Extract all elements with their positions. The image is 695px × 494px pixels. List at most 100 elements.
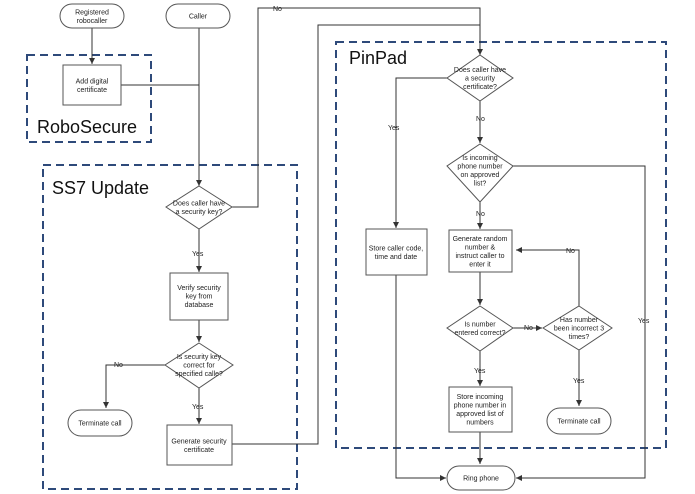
node-security-key-q: Does caller have a security key? xyxy=(165,185,233,230)
node-add-certificate: Add digital certificate xyxy=(62,64,122,106)
edge-incorrect-no-loop xyxy=(516,247,580,306)
label-no-random: No xyxy=(476,211,485,218)
node-text-line: enter it xyxy=(469,261,490,268)
node-text-line: Generate security xyxy=(171,438,227,445)
label-no-terminate: No xyxy=(114,362,123,369)
node-text-line: a security key? xyxy=(176,209,223,216)
label-yes-ring: Yes xyxy=(638,318,650,325)
node-text-line: phone number xyxy=(457,163,503,170)
node-text-line: a security xyxy=(465,76,495,83)
node-text-line: Is security key xyxy=(177,354,222,361)
node-text: Terminate call xyxy=(557,419,601,426)
node-text-line: Registered xyxy=(75,9,109,16)
node-text-line: Does caller have xyxy=(173,200,225,207)
label-no-top: No xyxy=(273,6,282,13)
node-text-line: Terminate call xyxy=(557,419,601,426)
edge-approved-yes xyxy=(513,165,646,481)
node-text-line: instruct caller to xyxy=(455,253,504,260)
label-yes-verify: Yes xyxy=(192,251,204,258)
node-text-line: specified calle? xyxy=(175,371,223,378)
node-text-line: Is number xyxy=(464,321,496,328)
node-text-line: key from xyxy=(186,294,213,301)
node-text-line: on approved xyxy=(461,172,500,179)
node-text-line: Generate random xyxy=(453,236,508,243)
region-title-robosecure: RoboSecure xyxy=(37,117,137,137)
node-text: Does caller have a security key? xyxy=(173,200,225,216)
region-ss7-update: SS7 Update xyxy=(42,164,298,490)
node-text: Registered robocaller xyxy=(75,9,109,24)
node-text: Add digital certificate xyxy=(76,78,109,94)
node-text-line: times? xyxy=(569,334,590,341)
region-title-ss7-update: SS7 Update xyxy=(52,178,149,198)
label-yes-terminate: Yes xyxy=(573,378,585,385)
edges xyxy=(89,7,646,481)
node-text-line: entered correct? xyxy=(455,330,506,337)
node-text-line: Does caller have xyxy=(454,67,506,74)
node-terminate-call-pinpad: Terminate call xyxy=(546,407,612,435)
node-text-line: certificate xyxy=(77,87,107,94)
node-text-line: Add digital xyxy=(76,78,109,85)
node-text-line: correct for xyxy=(183,363,215,370)
node-text: Store caller code, time and date xyxy=(369,245,424,260)
edge-generate-certificate-to-pinpad xyxy=(232,24,480,445)
node-caller: Caller xyxy=(165,3,231,29)
node-text-line: Terminate call xyxy=(78,421,122,428)
node-text-line: Ring phone xyxy=(463,476,499,483)
node-text: Ring phone xyxy=(463,476,499,483)
node-text-line: certificate? xyxy=(463,84,497,91)
node-terminate-call-ss7: Terminate call xyxy=(67,409,133,437)
node-number-correct-q: Is number entered correct? xyxy=(446,305,514,352)
node-text-line: database xyxy=(185,302,214,309)
node-ring-phone: Ring phone xyxy=(446,465,516,491)
node-text-line: Verify security xyxy=(177,285,221,292)
node-text-line: numbers xyxy=(466,419,494,426)
node-text-line: approved list of xyxy=(456,411,504,418)
node-text-line: been incorrect 3 xyxy=(554,326,604,333)
node-text-line: time and date xyxy=(375,254,418,261)
edge-labels: No Yes No Yes Yes No No No Yes No Yes Ye… xyxy=(114,6,650,411)
label-no-loop: No xyxy=(566,248,575,255)
edge-key-correct-no xyxy=(103,364,165,408)
node-text-line: list? xyxy=(474,180,487,187)
node-text: Is number entered correct? xyxy=(455,321,506,337)
edge-store-code-to-ring xyxy=(395,275,446,481)
node-text-line: Store caller code, xyxy=(369,245,424,252)
node-text-line: Is incoming xyxy=(462,155,498,162)
node-text-line: phone number in xyxy=(454,402,507,409)
node-text-line: Has number xyxy=(560,317,599,324)
nodes: Registered robocaller Caller Terminate ca… xyxy=(59,3,613,491)
edge-certificate-yes xyxy=(393,77,447,228)
node-text: Terminate call xyxy=(78,421,122,428)
edge-security-key-no xyxy=(232,7,483,208)
node-text-line: number & xyxy=(465,244,496,251)
label-no-approved: No xyxy=(476,116,485,123)
label-yes-generate: Yes xyxy=(192,404,204,411)
node-text: Caller xyxy=(189,14,208,21)
node-text-line: Store incoming xyxy=(457,394,504,401)
node-text-line: Caller xyxy=(189,14,208,21)
label-no-incorrect: No xyxy=(524,325,533,332)
label-yes-store-incoming: Yes xyxy=(474,368,486,375)
region-title-pinpad: PinPad xyxy=(349,48,407,68)
node-store-caller-code: Store caller code, time and date xyxy=(365,228,428,276)
node-registered-robocaller: Registered robocaller xyxy=(59,3,125,29)
label-yes-store-code: Yes xyxy=(388,125,400,132)
node-text-line: robocaller xyxy=(77,18,108,25)
